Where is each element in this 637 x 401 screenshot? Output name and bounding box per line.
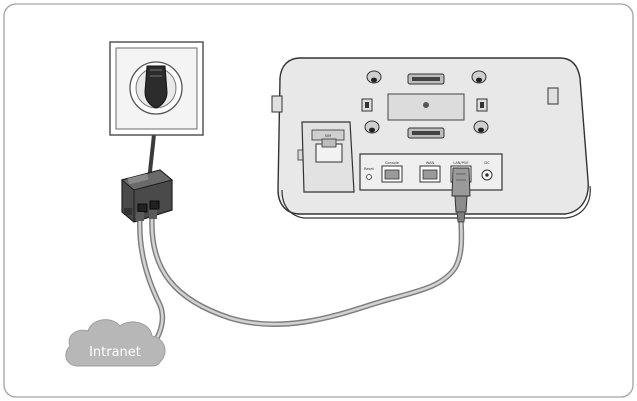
right-side-tab xyxy=(547,87,559,105)
poe-injector xyxy=(120,169,174,223)
console-port[interactable] xyxy=(384,169,400,180)
router-device: SIM Reset Console WAN LAN/POE DC xyxy=(271,57,591,223)
mounting-peg xyxy=(366,70,382,84)
sim-slot-label: SIM xyxy=(325,134,331,138)
sim-compartment: SIM xyxy=(301,121,355,193)
rj45-plug xyxy=(451,167,471,223)
mounting-peg xyxy=(364,120,380,134)
lan-poe-label: LAN/POE xyxy=(453,161,468,165)
wan-port[interactable] xyxy=(422,169,438,180)
reset-label: Reset xyxy=(364,167,374,171)
dc-label: DC xyxy=(484,161,490,165)
console-label: Console xyxy=(385,161,399,165)
wall-outlet xyxy=(109,41,204,136)
cloud-shape xyxy=(65,319,166,367)
cloud-label: Intranet xyxy=(89,345,141,360)
port-panel: Reset Console WAN LAN/POE DC xyxy=(359,153,503,191)
intranet-cloud: Intranet xyxy=(65,319,166,367)
mounting-peg xyxy=(471,70,487,84)
wan-label: WAN xyxy=(426,161,435,165)
mounting-peg xyxy=(473,120,489,134)
left-side-tab xyxy=(271,95,283,113)
reset-button[interactable] xyxy=(366,174,372,180)
